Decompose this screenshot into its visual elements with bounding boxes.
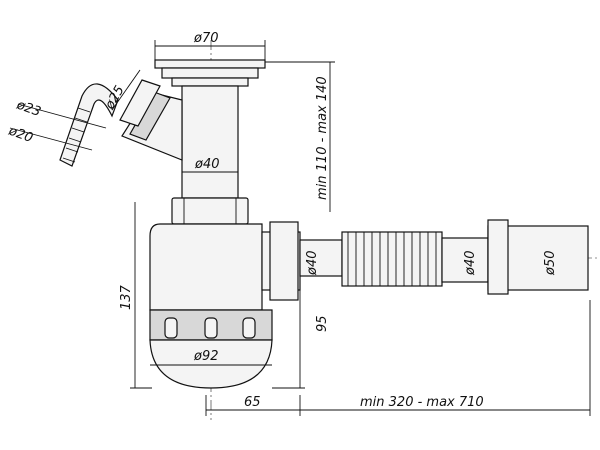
tube-height-label: min 110 - max 140 (315, 76, 330, 200)
bowl-height-label: 137 (119, 284, 134, 310)
side-inlet (119, 79, 183, 161)
outlet-diameter-2-label: ø40 (463, 251, 478, 277)
dimension-lines (9, 40, 591, 416)
siphon-bowl (149, 223, 273, 389)
vertical-tube (181, 85, 239, 199)
outlet-diameter-1-label: ø40 (305, 251, 320, 277)
pipe-diameter-label: ø40 (194, 157, 220, 172)
union-nut (171, 197, 249, 225)
corrugated-outlet-pipe (299, 219, 589, 295)
hose-inner-label: ø20 (6, 123, 35, 146)
hose-outer-label: ø23 (14, 97, 43, 120)
offset-label: 65 (244, 395, 261, 410)
bowl-diameter-label: ø92 (193, 349, 219, 364)
outlet-height-label: 95 (315, 315, 330, 332)
outlet-elbow (261, 221, 301, 301)
length-label: min 320 - max 710 (360, 395, 484, 410)
dimension-labels: ø70 ø23 ø20 ø25 ø40 min 110 - max 140 13… (6, 31, 558, 410)
inlet-diameter-label: ø70 (193, 31, 219, 46)
outlet-end-label: ø50 (543, 251, 558, 277)
inlet-flange (154, 59, 266, 87)
